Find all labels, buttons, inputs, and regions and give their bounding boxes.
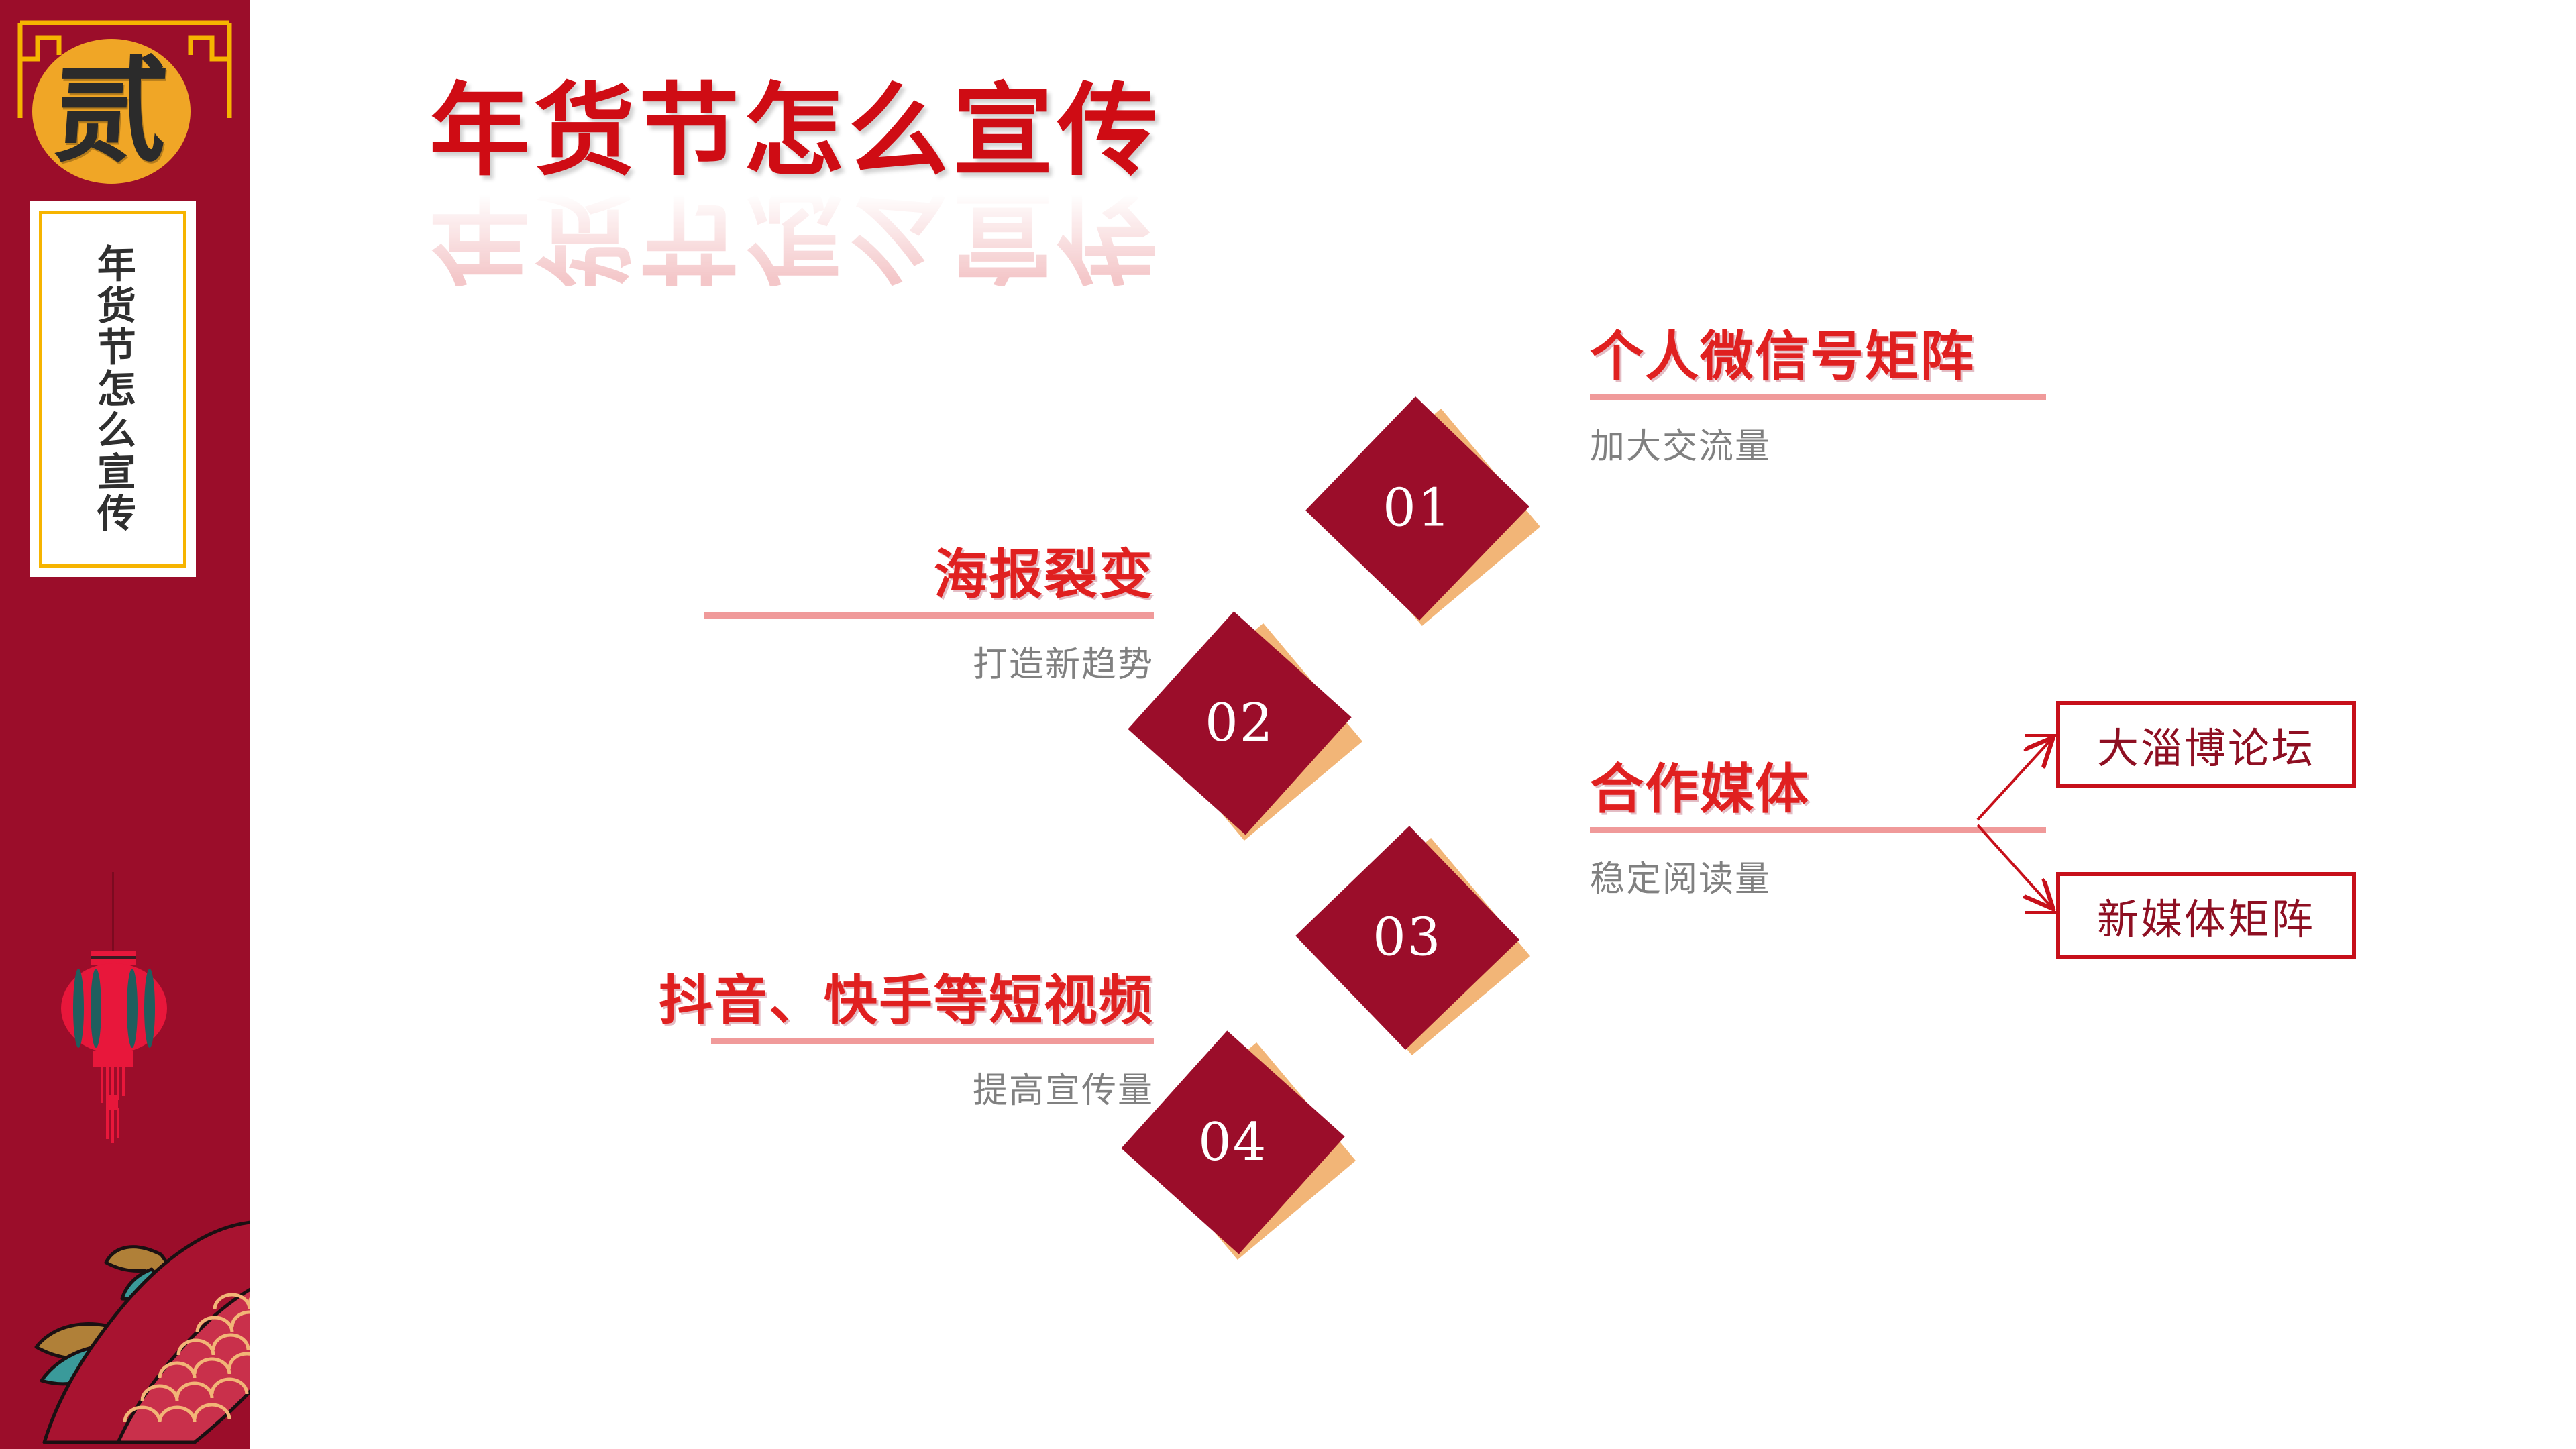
lantern-string: [112, 872, 114, 953]
branch-box-2-label: 新媒体矩阵: [2096, 895, 2315, 944]
diamond-04-number: 04: [1198, 1112, 1268, 1173]
lantern-cap: [91, 951, 136, 965]
diamond-02-tile: 02: [1128, 611, 1352, 835]
diamond-03: 03: [1295, 826, 1531, 1056]
section-number-seal: 贰: [32, 39, 191, 184]
item-03-rule: [1590, 827, 2046, 833]
sidebar-decorative-panel: 贰 年货节怎么宣传: [0, 0, 250, 1449]
item-01-subtext: 加大交流量: [1590, 427, 1772, 466]
branch-box-1-label: 大淄博论坛: [2096, 724, 2315, 773]
page-title-reflection: 年货节怎么宣传: [429, 176, 1163, 294]
section-number-char: 贰: [49, 44, 173, 178]
item-03-heading: 合作媒体: [1590, 759, 1810, 819]
diamond-04: 04: [1121, 1030, 1356, 1260]
diamond-04-tile: 04: [1121, 1030, 1345, 1254]
diamond-01-number: 01: [1383, 478, 1452, 539]
lantern-base: [93, 1051, 133, 1067]
item-01-heading: 个人微信号矩阵: [1590, 327, 1975, 386]
diamond-01-tile: 01: [1305, 396, 1529, 621]
koi-fish-icon: [34, 1220, 250, 1444]
item-04-subtext: 提高宣传量: [972, 1071, 1154, 1110]
lantern-body: [61, 963, 167, 1053]
diamond-01: 01: [1305, 396, 1541, 627]
item-01-rule: [1590, 394, 2046, 400]
vertical-scroll-banner: 年货节怎么宣传: [30, 201, 196, 577]
item-02-heading: 海报裂变: [934, 545, 1154, 604]
page-title-block: 年货节怎么宣传 年货节怎么宣传: [429, 80, 1368, 322]
page-title: 年货节怎么宣传: [429, 72, 1163, 190]
sidebar-vertical-title: 年货节怎么宣传: [90, 243, 136, 535]
vertical-scroll-inner: 年货节怎么宣传: [39, 211, 186, 568]
item-04: 抖音、快手等短视频 提高宣传量: [470, 973, 1154, 1112]
item-01: 个人微信号矩阵 加大交流量: [1590, 329, 2113, 468]
item-03-subtext: 稳定阅读量: [1590, 860, 1772, 899]
item-03: 合作媒体 稳定阅读量: [1590, 761, 2113, 901]
item-04-rule: [711, 1038, 1154, 1044]
lantern-icon: [39, 872, 186, 1154]
branch-connector-arrows: [1976, 691, 2057, 914]
item-04-heading: 抖音、快手等短视频: [659, 971, 1154, 1030]
item-02-subtext: 打造新趋势: [972, 645, 1154, 684]
lantern-ribs: [61, 963, 167, 1053]
diamond-02-number: 02: [1205, 692, 1275, 753]
item-02: 海报裂变 打造新趋势: [671, 547, 1154, 686]
diamond-03-tile: 03: [1295, 826, 1519, 1050]
diamond-02: 02: [1128, 611, 1363, 841]
lantern-knot: [106, 1095, 118, 1110]
branch-box-2[interactable]: 新媒体矩阵: [2056, 872, 2356, 959]
diamond-03-number: 03: [1373, 907, 1442, 968]
branch-box-1[interactable]: 大淄博论坛: [2056, 701, 2356, 788]
item-02-rule: [704, 612, 1154, 619]
